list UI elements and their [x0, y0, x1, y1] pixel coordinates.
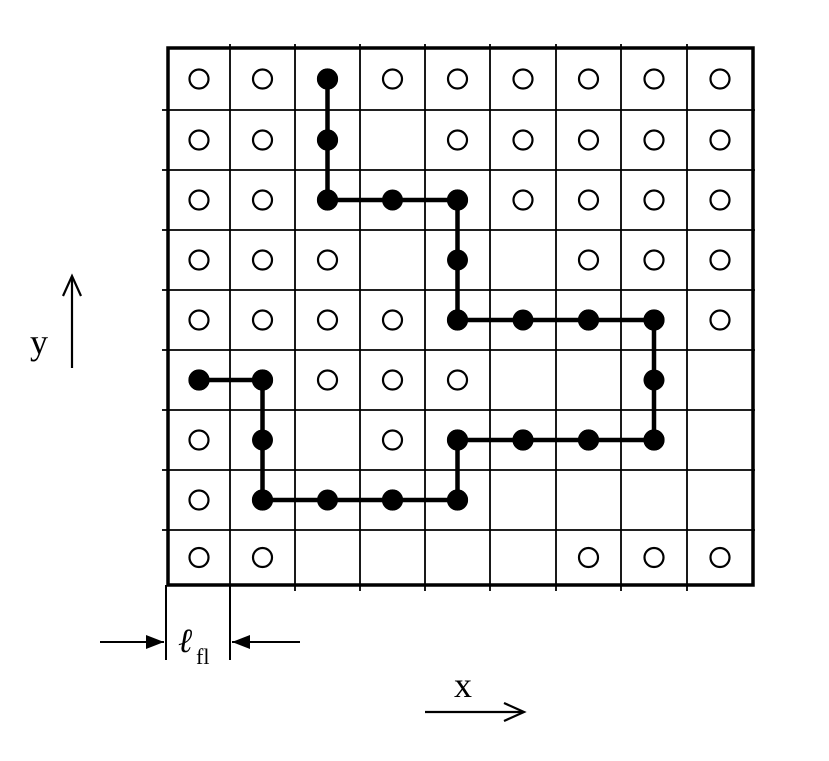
empty-site: [643, 129, 665, 151]
empty-site: [251, 68, 274, 90]
empty-site: [188, 546, 210, 569]
empty-site: [188, 129, 210, 151]
chain-bead: [578, 309, 599, 331]
empty-site: [251, 189, 274, 211]
empty-site: [188, 189, 210, 211]
chain-bead: [317, 129, 338, 151]
empty-site: [643, 546, 665, 569]
empty-site: [188, 489, 210, 511]
right-dimension-arrow: [232, 635, 300, 649]
chain-bead: [447, 249, 468, 271]
empty-site: [251, 309, 274, 331]
empty-site: [577, 249, 600, 271]
empty-site: [512, 129, 534, 151]
lattice-spacing-symbol: ℓ: [178, 623, 192, 660]
empty-site: [188, 429, 210, 451]
polymer-chain-beads: [188, 68, 665, 511]
empty-site: [577, 68, 600, 90]
chain-bead: [447, 189, 468, 211]
chain-bead: [643, 429, 665, 451]
empty-site: [643, 189, 665, 211]
empty-site: [577, 189, 600, 211]
y-axis-label: y: [30, 322, 48, 362]
chain-bead: [382, 189, 403, 211]
lattice-spacing-marker: [100, 585, 300, 660]
empty-site: [643, 68, 665, 90]
chain-bead: [188, 369, 210, 391]
chain-bead: [317, 489, 338, 511]
empty-site: [381, 369, 404, 391]
empty-site: [316, 309, 339, 331]
empty-site: [316, 249, 339, 271]
empty-site: [316, 369, 339, 391]
empty-site: [188, 68, 210, 90]
empty-site: [446, 68, 469, 90]
empty-site: [643, 249, 665, 271]
chain-bead: [512, 429, 534, 451]
empty-site: [577, 129, 600, 151]
empty-site: [709, 189, 731, 211]
empty-site: [251, 129, 274, 151]
empty-site: [709, 309, 731, 331]
empty-site: [446, 129, 469, 151]
empty-site: [251, 249, 274, 271]
empty-site: [577, 546, 600, 569]
chain-bead: [447, 489, 468, 511]
empty-site: [381, 429, 404, 451]
empty-site: [709, 68, 731, 90]
x-axis-label: x: [454, 665, 472, 705]
chain-bead: [578, 429, 599, 451]
empty-site: [512, 68, 534, 90]
lattice-border: [166, 46, 755, 587]
y-axis-arrow: [61, 273, 83, 368]
x-axis-arrow: [425, 701, 527, 723]
empty-site: [709, 546, 731, 569]
empty-site: [381, 309, 404, 331]
empty-site: [188, 309, 210, 331]
chain-bead: [447, 429, 468, 451]
empty-site: [446, 369, 469, 391]
chain-bead: [447, 309, 468, 331]
empty-site: [381, 68, 404, 90]
chain-bead: [317, 68, 338, 90]
chain-bead: [512, 309, 534, 331]
chain-bead: [382, 489, 403, 511]
chain-bead: [252, 369, 273, 391]
empty-site: [709, 129, 731, 151]
chain-bead: [252, 489, 273, 511]
lattice-spacing-subscript: fl: [196, 644, 209, 669]
left-dimension-arrow: [100, 635, 164, 649]
chain-bead: [317, 189, 338, 211]
empty-site: [188, 249, 210, 271]
empty-site: [512, 189, 534, 211]
chain-bead: [643, 309, 665, 331]
empty-site: [709, 249, 731, 271]
chain-bead: [252, 429, 273, 451]
chain-bead: [643, 369, 665, 391]
empty-site: [251, 546, 274, 569]
